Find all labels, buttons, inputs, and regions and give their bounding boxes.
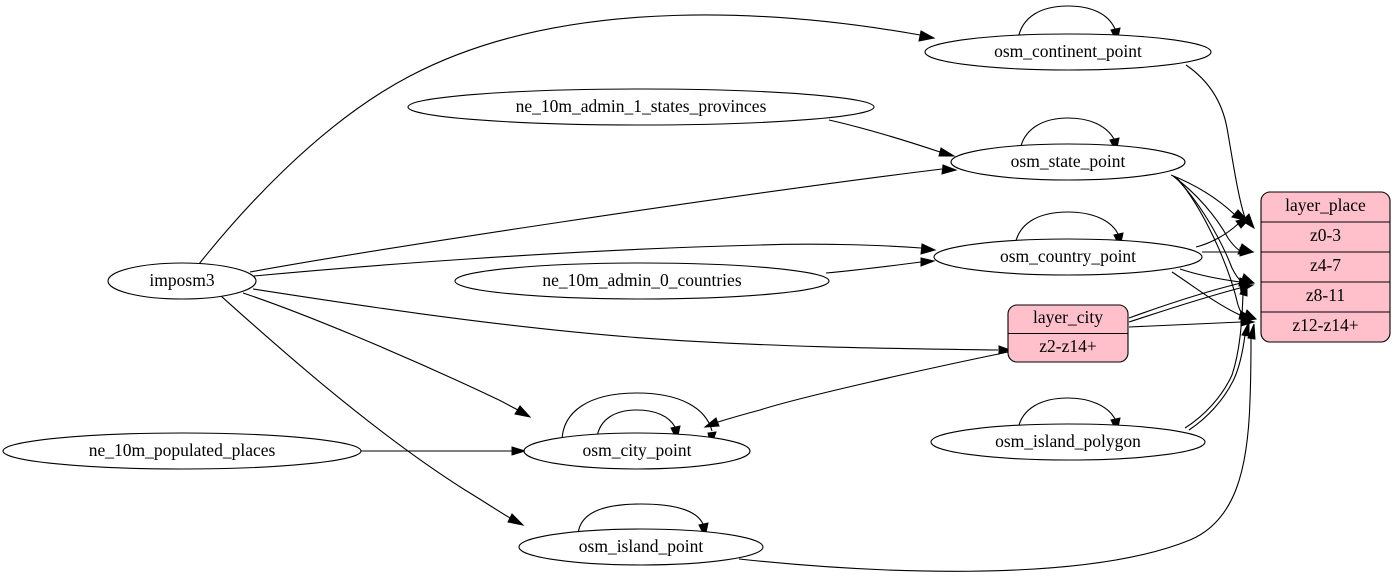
arrowhead [1239, 280, 1248, 297]
arrowhead [998, 345, 1012, 355]
arrowhead [920, 243, 937, 255]
layer-place-row-z12-z14[interactable]: z12-z14+ [1292, 315, 1358, 335]
edge-layer-city-to-layer-place-z8-11 [1128, 287, 1241, 323]
arrowhead [703, 417, 720, 428]
edge-layer [198, 5, 1258, 572]
arrowhead [920, 257, 936, 267]
arrowhead [514, 405, 532, 418]
edge-self-loop-osm-continent-point [1017, 5, 1116, 40]
edge-imposm3-to-osm-city-point [242, 292, 519, 411]
osm-city-point-label: osm_city_point [583, 440, 692, 460]
osm-island-point-ellipse[interactable] [518, 528, 764, 566]
node-osm-continent-point[interactable]: osm_continent_point [924, 33, 1212, 71]
imposm3-label: imposm3 [149, 270, 214, 290]
edge-osm-island-point-to-layer-place-z12-z14 [738, 337, 1252, 572]
edge-ne-countries-to-osm-country-point [825, 261, 922, 274]
edge-osm-continent-point-to-layer-place-z0-3 [1185, 64, 1246, 219]
arrowhead [507, 513, 525, 526]
osm-country-point-ellipse[interactable] [933, 238, 1203, 276]
edge-osm-state-point-to-layer-place-z8-11 [1174, 176, 1243, 283]
node-osm-state-point[interactable]: osm_state_point [950, 143, 1186, 181]
edge-osm-state-point-to-layer-place-z0-3 [1170, 174, 1235, 215]
osm-island-polygon-ellipse[interactable] [930, 423, 1206, 461]
node-ne-10m-admin-1-states-provinces[interactable]: ne_10m_admin_1_states_provinces [407, 88, 875, 126]
edge-self-loop-outer-osm-city-point [561, 392, 713, 441]
edge-self-loop-osm-island-polygon [1017, 397, 1116, 430]
edge-imposm3-to-osm-island-point [220, 295, 511, 519]
edge-layer-city-to-osm-city-point [717, 351, 1009, 423]
edge-imposm3-to-osm-country-point [253, 243, 922, 277]
edge-ne-states-to-osm-state-point [828, 119, 941, 153]
layer-city-row-z2-z14[interactable]: z2-z14+ [1039, 336, 1097, 356]
osm-state-point-ellipse[interactable] [950, 143, 1186, 181]
layer-place-row-z0-3[interactable]: z0-3 [1310, 225, 1341, 245]
node-osm-city-point[interactable]: osm_city_point [523, 432, 751, 470]
osm-city-point-ellipse[interactable] [523, 432, 751, 470]
edge-imposm3-to-osm-state-point [249, 168, 943, 273]
ne-countries-label: ne_10m_admin_0_countries [542, 270, 741, 290]
ne-countries-ellipse[interactable] [454, 262, 830, 300]
osm-country-point-label: osm_country_point [1000, 246, 1136, 266]
node-ne-10m-populated-places[interactable]: ne_10m_populated_places [2, 432, 362, 470]
arrowhead [1241, 321, 1250, 337]
record-node-layer-place[interactable]: layer_place z0-3 z4-7 z8-11 z12-z14+ [1260, 191, 1391, 343]
node-osm-island-polygon[interactable]: osm_island_polygon [930, 423, 1206, 461]
osm-continent-point-label: osm_continent_point [994, 41, 1142, 61]
ne-places-ellipse[interactable] [2, 432, 362, 470]
edge-osm-state-point-to-layer-place-z12-z14 [1176, 177, 1246, 319]
layer-place-row-z4-7[interactable]: z4-7 [1310, 255, 1341, 275]
node-imposm3[interactable]: imposm3 [107, 262, 257, 300]
osm-state-point-label: osm_state_point [1011, 151, 1126, 171]
arrowhead [938, 147, 956, 157]
arrowhead [918, 30, 936, 42]
arrowhead [511, 446, 527, 456]
arrowhead [1235, 217, 1252, 229]
edge-layer-city-to-layer-place-z12-z14 [1128, 321, 1242, 328]
edge-self-loop-osm-country-point [1014, 211, 1119, 246]
layer-place-box[interactable] [1260, 191, 1391, 343]
edge-osm-island-polygon-to-layer-place-z8-11 [1184, 293, 1244, 429]
imposm3-ellipse[interactable] [107, 262, 257, 300]
osm-continent-point-ellipse[interactable] [924, 33, 1212, 71]
osm-island-point-label: osm_island_point [579, 536, 704, 556]
osm-island-polygon-label: osm_island_polygon [995, 431, 1141, 451]
edge-osm-country-point-to-layer-place-z8-11 [1179, 268, 1241, 283]
edge-self-loop-osm-island-point [577, 503, 704, 535]
edge-osm-country-point-to-layer-place-z0-3 [1195, 223, 1239, 248]
edge-imposm3-to-osm-continent-point [198, 14, 921, 265]
layer-place-row-z8-11[interactable]: z8-11 [1306, 285, 1345, 305]
layer-place-title: layer_place [1285, 195, 1366, 215]
arrowhead [1239, 247, 1255, 257]
edge-osm-island-polygon-to-layer-place-z12-z14 [1188, 334, 1246, 431]
node-osm-country-point[interactable]: osm_country_point [933, 238, 1203, 276]
ne-places-label: ne_10m_populated_places [89, 440, 276, 460]
ne-states-ellipse[interactable] [407, 88, 875, 126]
arrowhead [1247, 323, 1256, 340]
node-osm-island-point[interactable]: osm_island_point [518, 528, 764, 566]
edge-self-loop-inner-osm-city-point [596, 409, 676, 438]
edge-osm-country-point-to-layer-place-z12-z14 [1171, 271, 1241, 316]
arrowhead [1231, 209, 1250, 222]
record-layer: layer_city z2-z14+ layer_place z0-3 z4-7… [1007, 191, 1391, 363]
layer-city-title: layer_city [1033, 307, 1103, 327]
ne-states-label: ne_10m_admin_1_states_provinces [516, 96, 767, 116]
edge-imposm3-to-layer-city [252, 288, 999, 351]
edge-layer-city-to-layer-place-parallel [1128, 282, 1242, 319]
node-ne-10m-admin-0-countries[interactable]: ne_10m_admin_0_countries [454, 262, 830, 300]
edge-osm-state-point-to-layer-place-z4-7 [1172, 175, 1241, 252]
edge-self-loop-osm-state-point [1019, 117, 1115, 151]
arrowhead [941, 164, 958, 175]
record-node-layer-city[interactable]: layer_city z2-z14+ [1007, 304, 1129, 363]
node-layer: imposm3 ne_10m_admin_1_states_provinces … [2, 33, 1212, 566]
